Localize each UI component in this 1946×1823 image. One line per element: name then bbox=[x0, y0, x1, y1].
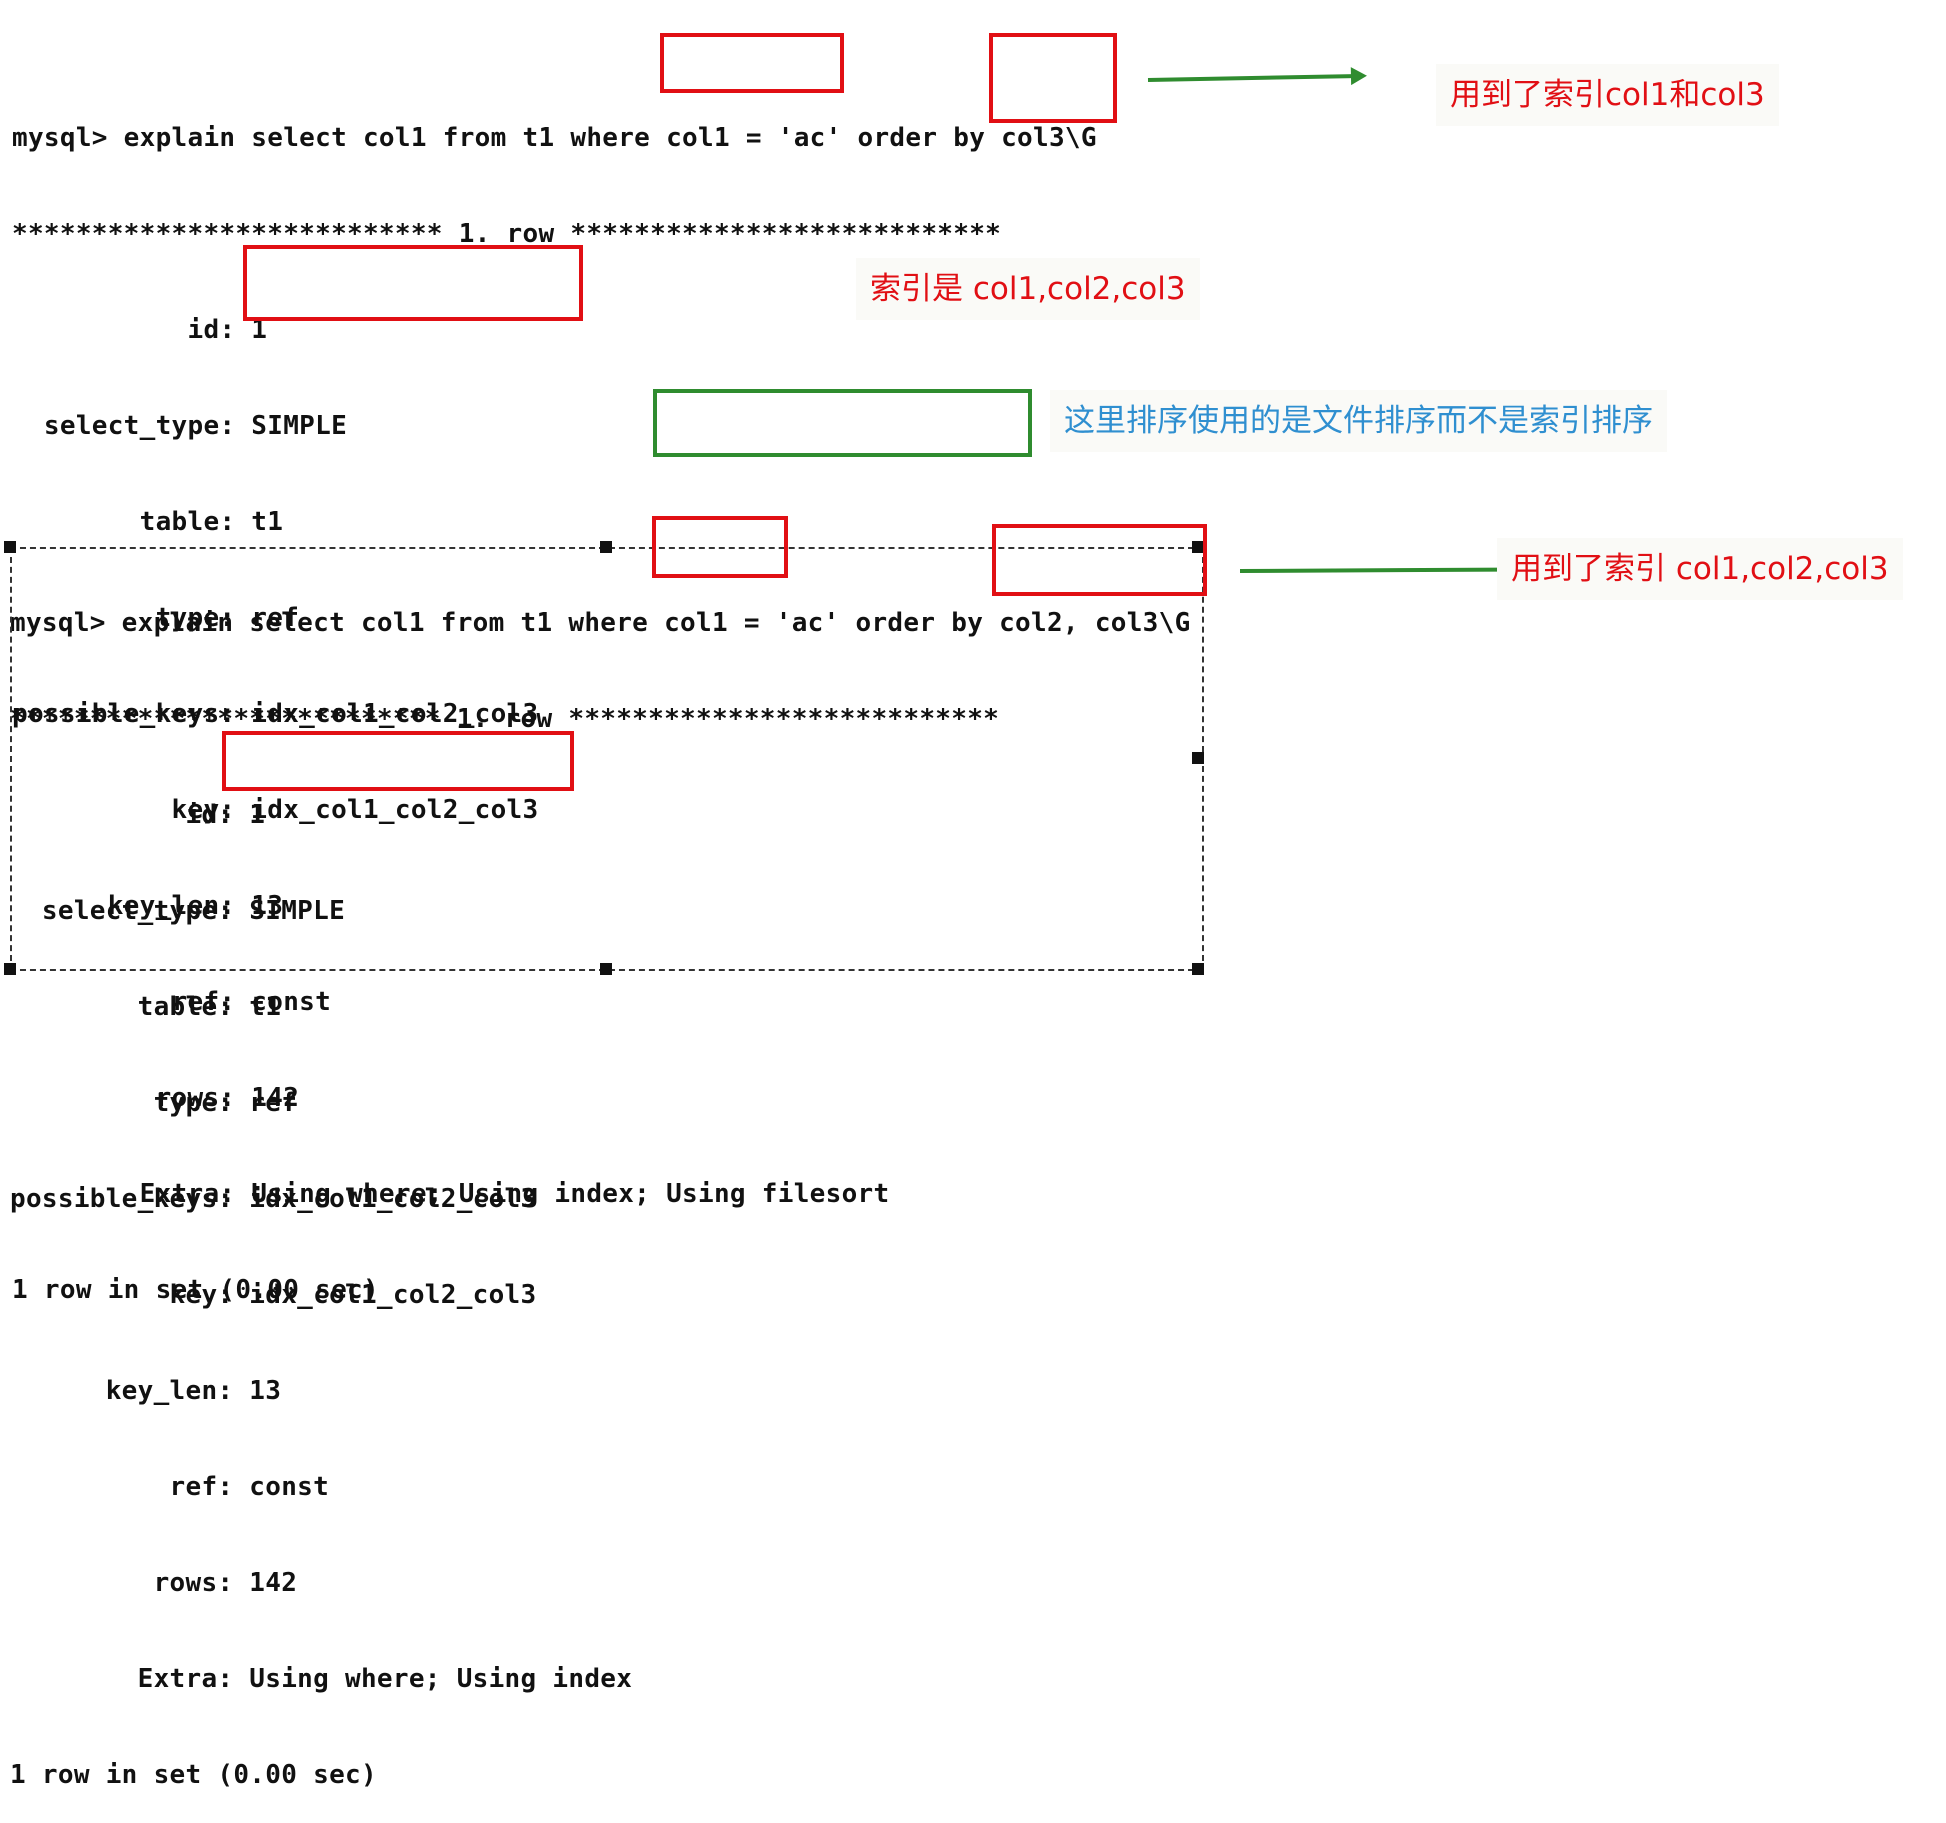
selection-handle[interactable] bbox=[4, 963, 16, 975]
highlight-where-col1-1 bbox=[660, 33, 844, 93]
selection-handle[interactable] bbox=[600, 541, 612, 553]
output-line: *************************** 1. row *****… bbox=[10, 704, 1000, 734]
output-line: type: ref bbox=[12, 603, 300, 633]
output-line: id: 1 bbox=[10, 800, 266, 830]
highlight-order-col3 bbox=[989, 33, 1117, 123]
output-line: key_len: 13 bbox=[12, 891, 284, 921]
highlight-keys-1 bbox=[243, 245, 583, 321]
note-filesort-explanation: 这里排序使用的是文件排序而不是索引排序 bbox=[1050, 390, 1667, 452]
highlight-keys-2 bbox=[222, 731, 574, 791]
output-line: key: idx_col1_col2_col3 bbox=[12, 795, 539, 825]
highlight-where-col1-2 bbox=[652, 516, 788, 578]
output-line: select_type: SIMPLE bbox=[12, 411, 348, 441]
note-index-columns: 索引是 col1,col2,col3 bbox=[856, 258, 1200, 320]
note-used-col1-col3: 用到了索引col1和col3 bbox=[1436, 64, 1779, 126]
output-line: *************************** 1. row *****… bbox=[12, 219, 1002, 249]
output-line: table: t1 bbox=[10, 992, 282, 1022]
selection-handle[interactable] bbox=[4, 541, 16, 553]
output-line: 1 row in set (0.00 sec) bbox=[10, 1760, 377, 1790]
selection-handle[interactable] bbox=[600, 963, 612, 975]
arrow-icon bbox=[1147, 74, 1354, 82]
selection-handle[interactable] bbox=[1192, 963, 1204, 975]
output-line: mysql> explain select col1 from t1 where… bbox=[12, 123, 1097, 153]
selection-frame bbox=[10, 547, 1204, 971]
highlight-order-col2-col3 bbox=[992, 524, 1207, 596]
output-line: table: t1 bbox=[12, 507, 284, 537]
output-line: possible_keys: idx_col1_col2_col3 bbox=[12, 699, 539, 729]
output-line: select_type: SIMPLE bbox=[10, 896, 346, 926]
output-line: type: ref bbox=[10, 1088, 298, 1118]
output-line: key: idx_col1_col2_col3 bbox=[10, 1280, 537, 1310]
arrow-icon bbox=[1239, 567, 1501, 573]
output-line: ref: const bbox=[10, 1472, 330, 1502]
output-line: rows: 142 bbox=[10, 1568, 298, 1598]
selection-handle[interactable] bbox=[1192, 752, 1204, 764]
output-line: possible_keys: idx_col1_col2_col3 bbox=[10, 1184, 537, 1214]
output-line: key_len: 13 bbox=[10, 1376, 282, 1406]
output-line: mysql> explain select col1 from t1 where… bbox=[10, 608, 1191, 638]
output-line: Extra: Using where; Using index bbox=[10, 1664, 633, 1694]
note-used-col1-col2-col3: 用到了索引 col1,col2,col3 bbox=[1497, 538, 1903, 600]
selection-handle[interactable] bbox=[1192, 541, 1204, 553]
highlight-filesort bbox=[653, 389, 1032, 457]
output-line: id: 1 bbox=[12, 315, 268, 345]
